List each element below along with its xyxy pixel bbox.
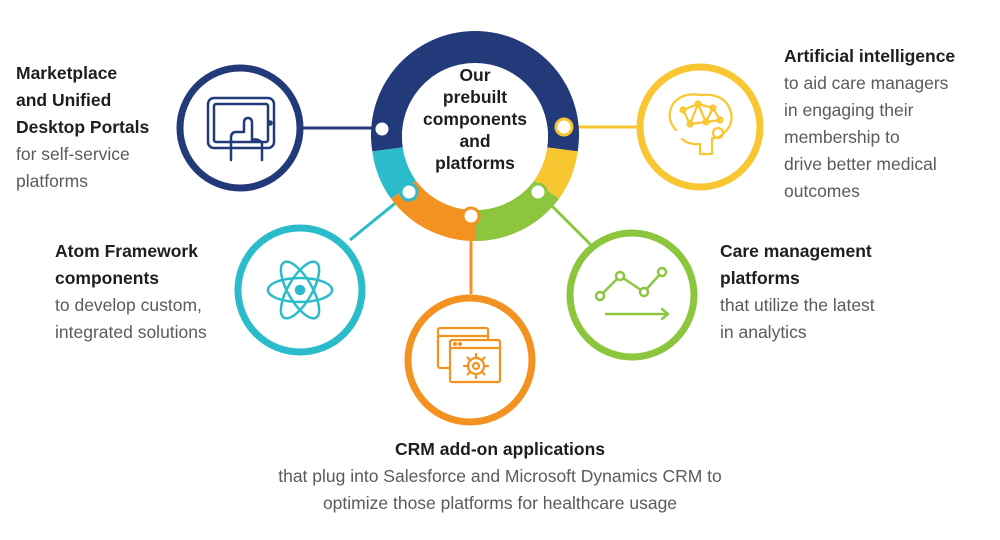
node-marketplace	[176, 64, 304, 192]
hub-line: components	[422, 109, 528, 129]
node-title: Desktop Portals	[16, 117, 150, 137]
node-desc: membership to	[784, 127, 900, 147]
hub-line: prebuilt	[442, 87, 508, 107]
node-desc: outcomes	[784, 181, 860, 201]
hub-label: Our prebuilt components and platforms	[410, 64, 540, 174]
node-desc: integrated solutions	[55, 322, 207, 342]
text-block-ai: Artificial intelligence to aid care mana…	[784, 43, 955, 205]
text-block-crm: CRM add-on applications that plug into S…	[150, 436, 850, 517]
brain-circuit-icon	[668, 93, 733, 156]
hub-dot-atom	[399, 182, 419, 202]
node-title: Artificial intelligence	[784, 46, 956, 66]
node-title: CRM add-on applications	[395, 439, 605, 459]
hub-dot-care	[528, 182, 548, 202]
node-title: Marketplace	[16, 63, 118, 83]
node-title: platforms	[720, 268, 800, 288]
node-ai	[636, 63, 764, 191]
hub-line: platforms	[435, 153, 515, 173]
node-desc: in engaging their	[784, 100, 914, 120]
hub-dot-crm	[461, 206, 481, 226]
text-block-care: Care management platforms that utilize t…	[720, 238, 875, 346]
node-crm	[404, 294, 536, 426]
node-desc: for self-service	[16, 144, 130, 164]
atom-icon	[266, 260, 334, 320]
hub-arc-navy	[371, 31, 579, 152]
hub-line: and	[459, 131, 491, 151]
node-title: and Unified	[16, 90, 112, 110]
text-block-marketplace: Marketplace and Unified Desktop Portals …	[16, 60, 149, 195]
node-desc: that utilize the latest	[720, 295, 875, 315]
line-chart-icon	[594, 266, 670, 321]
node-atom	[234, 224, 366, 356]
hub-line: Our	[459, 65, 491, 85]
node-desc: to aid care managers	[784, 73, 949, 93]
node-desc: that plug into Salesforce and Microsoft …	[278, 466, 722, 486]
hub-dot-ai	[554, 117, 574, 137]
node-title: Care management	[720, 241, 872, 261]
node-care	[566, 229, 698, 361]
node-desc: in analytics	[720, 322, 807, 342]
node-desc: optimize those platforms for healthcare …	[322, 493, 678, 513]
node-title: Atom Framework	[55, 241, 198, 261]
text-block-atom: Atom Framework components to develop cus…	[55, 238, 207, 346]
hub-ring	[371, 31, 579, 242]
node-title: components	[55, 268, 160, 288]
node-desc: drive better medical	[784, 154, 937, 174]
node-desc: platforms	[16, 171, 88, 191]
app-window-gear-icon	[436, 326, 502, 384]
tablet-touch-icon	[206, 96, 276, 162]
node-desc: to develop custom,	[55, 295, 202, 315]
hub-dot-marketplace	[372, 119, 392, 139]
